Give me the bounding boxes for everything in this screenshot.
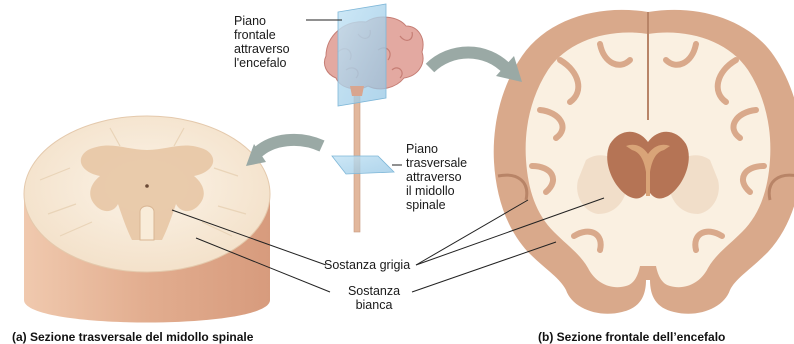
- label-frontal-plane-1: Piano frontale: [234, 14, 276, 42]
- label-grey-matter: Sostanza grigia: [324, 258, 410, 272]
- label-frontal-plane-2: attraverso: [234, 42, 290, 56]
- label-white-matter: Sostanza bianca: [336, 284, 412, 312]
- spinal-cord-section: [24, 116, 270, 323]
- caption-brain: (b) Sezione frontale dell’encefalo: [538, 330, 725, 344]
- label-transverse-plane-3: attraverso: [406, 170, 462, 184]
- posterior-median-fissure: [140, 206, 154, 240]
- transverse-plane: [332, 156, 394, 174]
- label-transverse-plane-1: Piano: [406, 142, 438, 156]
- label-transverse-plane-4: il midollo: [406, 184, 455, 198]
- leader-white-brain: [412, 242, 556, 292]
- label-transverse-plane: Piano trasversale attraverso il midollo …: [406, 142, 486, 212]
- caption-spinal-cord: (a) Sezione trasversale del midollo spin…: [12, 330, 253, 344]
- label-transverse-plane-5: spinale: [406, 198, 446, 212]
- central-canal: [145, 184, 149, 188]
- label-white-matter-1: Sostanza: [348, 284, 400, 298]
- label-white-matter-2: bianca: [356, 298, 393, 312]
- arrow-to-cord: [256, 140, 322, 154]
- brainstem: [350, 86, 364, 96]
- label-frontal-plane: Piano frontale attraverso l'encefalo: [234, 14, 310, 70]
- brain-coronal-section: [494, 10, 794, 314]
- label-frontal-plane-3: l'encefalo: [234, 56, 286, 70]
- arrow-to-brain: [430, 53, 508, 71]
- label-transverse-plane-2: trasversale: [406, 156, 467, 170]
